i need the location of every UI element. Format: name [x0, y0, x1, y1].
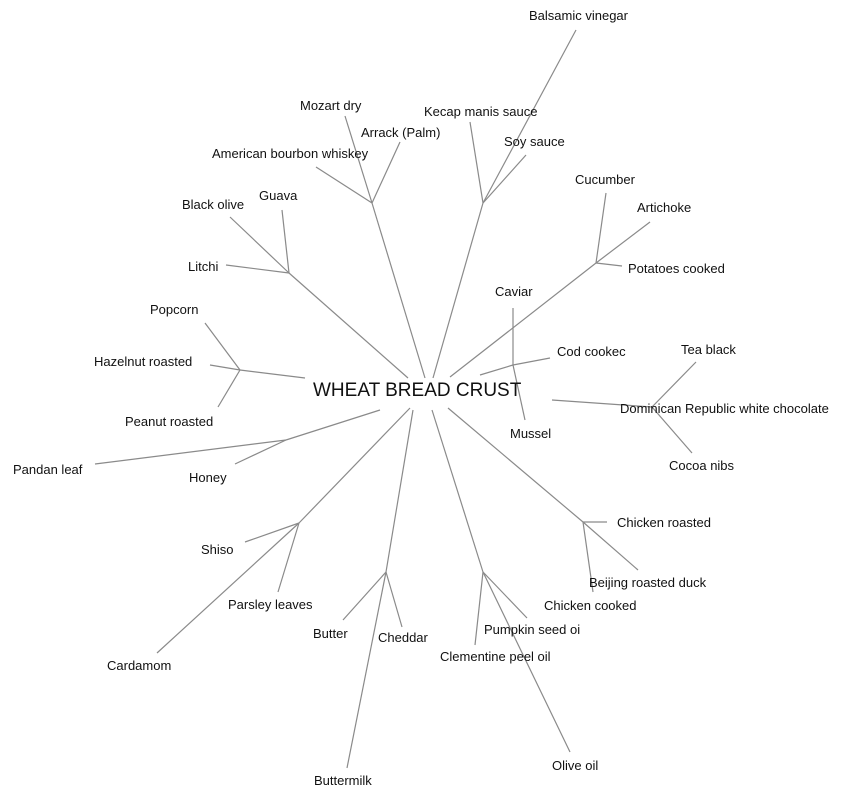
node-label: Clementine peel oil	[440, 649, 551, 664]
node-label: Pumpkin seed oi	[484, 622, 581, 637]
node-label: Shiso	[201, 542, 234, 557]
node-label: Peanut roasted	[125, 414, 214, 429]
node-label: Cocoa nibs	[669, 458, 735, 473]
node-label: Mozart dry	[300, 98, 362, 113]
node-label: Mussel	[510, 426, 552, 441]
node-label: Tea black	[681, 342, 736, 357]
node-label: Guava	[259, 188, 298, 203]
node-label: Dominican Republic white chocolate	[620, 401, 829, 416]
node-label: Cod cookec	[557, 344, 626, 359]
node-label: Popcorn	[150, 302, 199, 317]
node-label: American bourbon whiskey	[212, 146, 369, 161]
node-label: Hazelnut roasted	[94, 354, 193, 369]
node-label: Litchi	[188, 259, 219, 274]
node-label: Chicken roasted	[617, 515, 711, 530]
node-label: Buttermilk	[314, 773, 372, 788]
node-label: Cucumber	[575, 172, 635, 187]
node-label: Honey	[189, 470, 227, 485]
node-label: Caviar	[495, 284, 533, 299]
node-label: Cheddar	[378, 630, 428, 645]
node-label: Kecap manis sauce	[424, 104, 538, 119]
node-label: Cardamom	[107, 658, 172, 673]
node-label: Olive oil	[552, 758, 599, 773]
node-label: Butter	[313, 626, 348, 641]
node-label: Black olive	[182, 197, 245, 212]
node-label: Parsley leaves	[228, 597, 313, 612]
node-label: Beijing roasted duck	[589, 575, 707, 590]
node-label: Soy sauce	[504, 134, 565, 149]
root-node: WHEAT BREAD CRUST	[313, 380, 522, 401]
node-label: Potatoes cooked	[628, 261, 725, 276]
node-label: Artichoke	[637, 200, 692, 215]
node-label: Chicken cooked	[544, 598, 637, 613]
node-label: Balsamic vinegar	[529, 8, 628, 23]
node-label: Arrack (Palm)	[361, 125, 441, 140]
node-label: Pandan leaf	[13, 462, 83, 477]
